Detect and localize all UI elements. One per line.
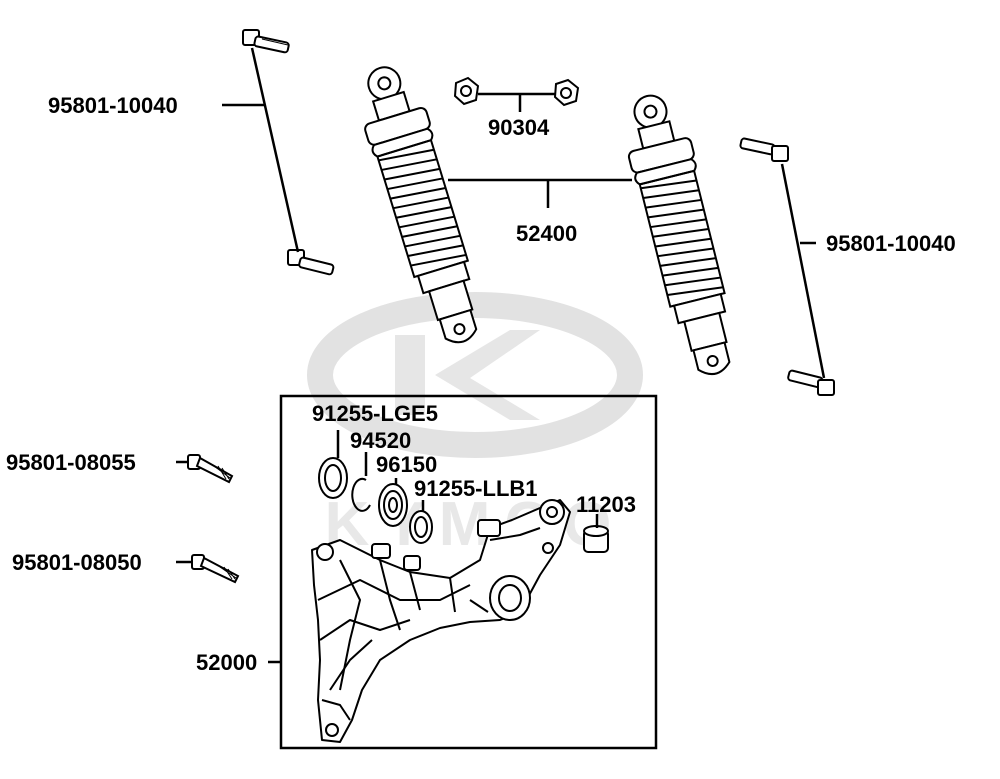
leader-shock: [448, 178, 632, 208]
label-bolt-08050: 95801-08050: [12, 550, 142, 575]
shock-absorber-left: [364, 66, 478, 344]
swing-arm: [311, 499, 571, 743]
bolt-upper-left-bottom: [287, 249, 335, 276]
leader-upper-right: [780, 163, 826, 379]
label-oil-seal: 91255-LGE5: [312, 401, 438, 426]
bearing: [378, 483, 408, 527]
bolt-08050: [191, 554, 240, 584]
shock-absorber-right: [627, 94, 731, 376]
label-bolt-upper-left: 95801-10040: [48, 93, 178, 118]
label-circlip: 94520: [350, 428, 411, 453]
oil-seal-inner: [409, 510, 433, 544]
leader-upper-left: [222, 47, 300, 253]
leader-nut: [478, 92, 556, 112]
label-oil-seal-inner: 91255-LLB1: [414, 476, 538, 501]
nut-right: [553, 78, 580, 107]
bushing: [583, 525, 609, 553]
bolt-upper-left-top: [242, 29, 290, 54]
circlip: [351, 477, 371, 512]
label-nut: 90304: [488, 115, 550, 140]
label-shock-absorber: 52400: [516, 221, 577, 246]
label-swing-arm: 52000: [196, 650, 257, 675]
label-bolt-upper-right: 95801-10040: [826, 231, 956, 256]
swing-arm-group-box: [279, 394, 658, 750]
bolt-08055: [187, 454, 234, 484]
bolt-upper-right-bottom: [787, 369, 835, 396]
nut-left: [453, 76, 480, 106]
bolt-upper-right-top: [739, 137, 789, 162]
label-bearing: 96150: [376, 452, 437, 477]
label-bolt-08055: 95801-08055: [6, 450, 136, 475]
label-bushing: 11203: [576, 492, 636, 517]
oil-seal: [318, 457, 348, 499]
